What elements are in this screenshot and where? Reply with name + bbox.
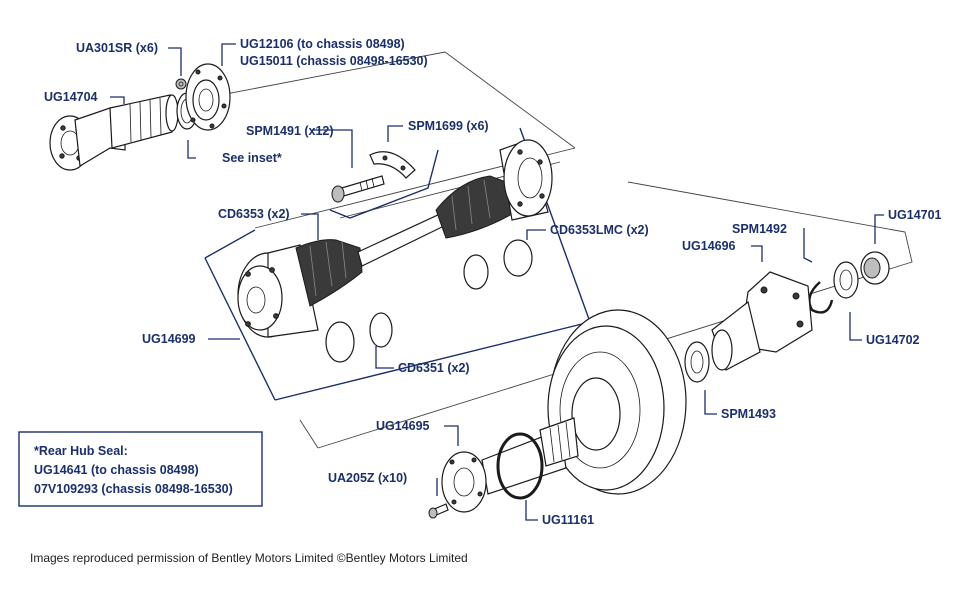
image-credit: Images reproduced permission of Bentley … <box>30 551 468 565</box>
callout-labels: UA301SR (x6) UG12106 (to chassis 08498) … <box>44 37 942 527</box>
clip-cd6353 <box>463 254 489 290</box>
label-ug14695: UG14695 <box>376 419 430 433</box>
label-spm1492: SPM1492 <box>732 222 787 236</box>
frame-shaft-top <box>329 149 439 219</box>
drive-flange-shaft <box>49 94 179 171</box>
label-ug12106: UG12106 (to chassis 08498) <box>240 37 405 51</box>
o-ring-ug11161 <box>496 432 544 500</box>
frame-right-tail <box>299 419 319 449</box>
clip-cd6351-a <box>325 321 355 363</box>
bearing-flange <box>185 63 231 131</box>
label-ug14704: UG14704 <box>44 90 98 104</box>
clip-cd6351-b <box>369 312 393 348</box>
label-ug15011: UG15011 (chassis 08498-16530) <box>240 54 428 68</box>
leader-lines <box>110 43 884 521</box>
circlip-spm1492 <box>808 281 834 314</box>
rear-hub-seal-inset: *Rear Hub Seal: UG14641 (to chassis 0849… <box>18 431 263 507</box>
label-ua205z: UA205Z (x10) <box>328 471 407 485</box>
brake-disc <box>547 309 687 495</box>
frame-shaft-left <box>204 257 276 401</box>
clip-cd6353lmc <box>503 239 533 277</box>
label-spm1493: SPM1493 <box>721 407 776 421</box>
ua301sr-nut <box>175 78 187 90</box>
seal-spm1493 <box>684 341 710 383</box>
inset-line-ug14641: UG14641 (to chassis 08498) <box>34 463 199 477</box>
half-shaft-assembly <box>237 139 553 338</box>
boot-clips <box>325 239 533 363</box>
label-spm1699: SPM1699 (x6) <box>408 119 489 133</box>
label-ua301sr: UA301SR (x6) <box>76 41 158 55</box>
frame-shaft-top-left <box>204 229 256 259</box>
label-cd6353: CD6353 (x2) <box>218 207 290 221</box>
inset-title: *Rear Hub Seal: <box>34 444 128 458</box>
frame-shaft-bottom <box>274 321 591 401</box>
washer-ug14702 <box>833 261 859 299</box>
label-spm1491: SPM1491 (x12) <box>246 124 334 138</box>
label-cd6351: CD6351 (x2) <box>398 361 470 375</box>
hub-shaft-ug14695 <box>441 417 579 513</box>
hub-nut-ug14701 <box>860 251 890 285</box>
spm1699-lock-plate <box>369 151 416 179</box>
inset-line-07v109293: 07V109293 (chassis 08498-16530) <box>34 482 233 496</box>
spm1491-bolt <box>331 175 385 203</box>
label-cd6353lmc: CD6353LMC (x2) <box>550 223 649 237</box>
label-ug14699: UG14699 <box>142 332 196 346</box>
label-ug14696: UG14696 <box>682 239 736 253</box>
label-ug14702: UG14702 <box>866 333 920 347</box>
label-ug11161: UG11161 <box>542 513 594 527</box>
frame-upper-left <box>204 51 576 149</box>
hub-housing-ug14696 <box>711 271 813 371</box>
bolt-ua205z <box>428 503 449 519</box>
label-ug14701: UG14701 <box>888 208 942 222</box>
label-see-inset: See inset* <box>222 151 282 165</box>
